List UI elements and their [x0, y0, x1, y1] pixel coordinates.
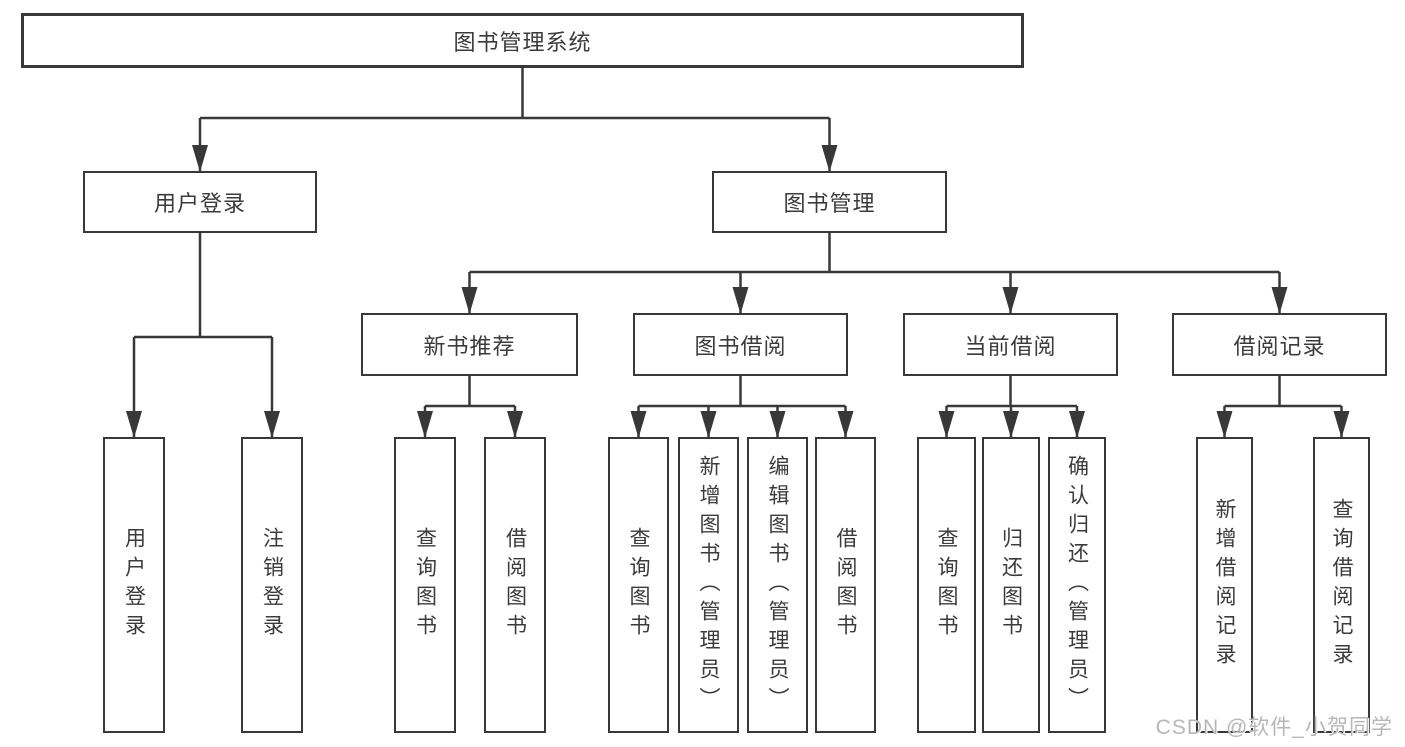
- node-label-user-login: 用户登录: [122, 527, 146, 643]
- node-label-bb-edit-books: 编辑图书（管理员）: [766, 454, 789, 716]
- node-label-book-mgmt: 图书管理: [783, 191, 876, 216]
- node-borrow-records: 借阅记录: [1172, 313, 1387, 376]
- node-label-new-book-rec: 新书推荐: [423, 333, 516, 359]
- node-current-borrow: 当前借阅: [903, 313, 1118, 376]
- node-br-add-record: 新增借阅记录: [1196, 437, 1253, 733]
- node-label-bb-add-books: 新增图书（管理员）: [697, 454, 720, 716]
- node-label-user-login-menu: 用户登录: [153, 191, 246, 216]
- arrowhead-icon: [126, 145, 1350, 438]
- node-br-query-record: 查询借阅记录: [1313, 437, 1370, 733]
- node-label-cb-confirm-return: 确认归还（管理员）: [1065, 454, 1089, 716]
- node-label-rec-borrow-books: 借阅图书: [503, 527, 527, 643]
- node-label-bb-query-books: 查询图书: [627, 527, 650, 643]
- node-label-cb-return-books: 归还图书: [999, 527, 1023, 643]
- node-bb-edit-books: 编辑图书（管理员）: [747, 437, 808, 733]
- node-bb-borrow-books: 借阅图书: [815, 437, 876, 733]
- node-book-mgmt: 图书管理: [712, 171, 947, 233]
- node-bb-query-books: 查询图书: [608, 437, 669, 733]
- node-rec-query-books: 查询图书: [394, 437, 456, 733]
- node-label-current-borrow: 当前借阅: [964, 333, 1057, 359]
- node-book-borrow: 图书借阅: [633, 313, 848, 376]
- node-label-br-query-record: 查询借阅记录: [1330, 498, 1353, 672]
- node-label-br-add-record: 新增借阅记录: [1213, 498, 1236, 672]
- node-cb-query-books: 查询图书: [917, 437, 976, 733]
- watermark-text: CSDN @软件_小贺同学: [1155, 716, 1393, 739]
- node-label-rec-query-books: 查询图书: [413, 527, 437, 643]
- connector-path: [132, 68, 1343, 437]
- node-cb-confirm-return: 确认归还（管理员）: [1048, 437, 1106, 733]
- node-label-bb-borrow-books: 借阅图书: [834, 527, 857, 643]
- node-label-book-borrow: 图书借阅: [694, 333, 787, 359]
- node-cb-return-books: 归还图书: [982, 437, 1040, 733]
- node-label-cb-query-books: 查询图书: [935, 527, 958, 643]
- node-label-logout: 注销登录: [260, 527, 284, 643]
- node-user-login-menu: 用户登录: [83, 171, 317, 233]
- node-new-book-rec: 新书推荐: [361, 313, 578, 376]
- node-bb-add-books: 新增图书（管理员）: [678, 437, 739, 733]
- node-user-login: 用户登录: [103, 437, 165, 733]
- node-rec-borrow-books: 借阅图书: [484, 437, 546, 733]
- node-logout: 注销登录: [241, 437, 303, 733]
- node-label-borrow-records: 借阅记录: [1233, 333, 1326, 359]
- node-label-root: 图书管理系统: [453, 29, 592, 55]
- node-root: 图书管理系统: [21, 13, 1024, 68]
